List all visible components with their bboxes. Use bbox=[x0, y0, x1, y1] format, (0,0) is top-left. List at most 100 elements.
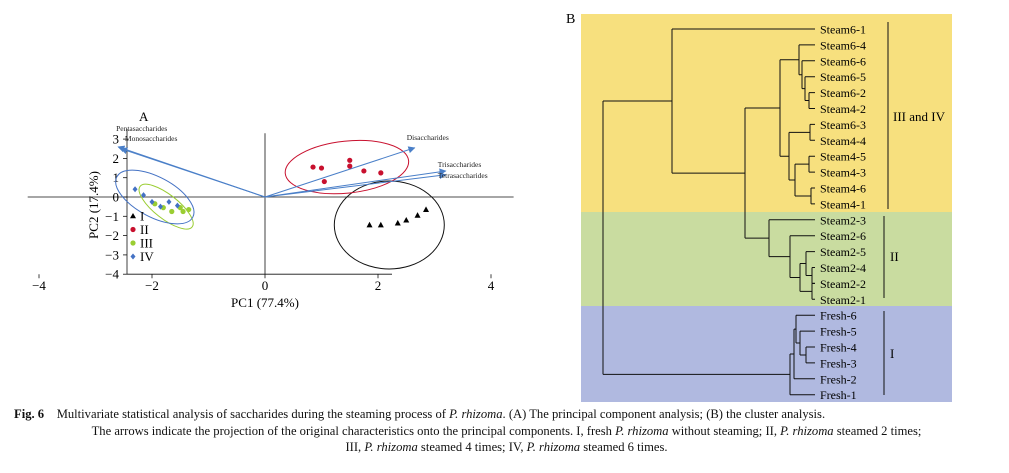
y-tick-label: 1 bbox=[113, 170, 120, 185]
point-group-IV bbox=[149, 198, 155, 205]
y-tick-label: −2 bbox=[105, 228, 119, 243]
y-tick-label: 3 bbox=[113, 132, 120, 147]
point-group-II bbox=[310, 164, 316, 170]
band-II bbox=[581, 212, 952, 306]
leaf-label: Steam2-3 bbox=[820, 213, 866, 227]
panel-b-label: B bbox=[566, 12, 575, 27]
group-label-II: II bbox=[890, 249, 899, 264]
y-axis-label: PC2 (17.4%) bbox=[86, 171, 101, 239]
leaf-label: Steam4-4 bbox=[820, 134, 866, 148]
y-tick-label: 2 bbox=[113, 151, 120, 166]
legend-marker-IV bbox=[130, 253, 136, 260]
x-tick-label: 4 bbox=[488, 278, 495, 293]
leaf-label: Fresh-2 bbox=[820, 372, 857, 386]
leaf-label: Steam6-1 bbox=[820, 23, 866, 37]
point-group-IV bbox=[157, 203, 163, 210]
caption-text: without steaming; II, bbox=[668, 423, 781, 438]
caption-text: Multivariate statistical analysis of sac… bbox=[56, 407, 450, 421]
caption-text: steamed 4 times; IV, bbox=[417, 440, 527, 454]
leaf-label: Steam6-6 bbox=[820, 54, 866, 68]
x-tick-label: 0 bbox=[262, 278, 269, 293]
point-group-II bbox=[378, 170, 384, 176]
dendrogram-leaf-labels: Steam6-1Steam6-4Steam6-6Steam6-5Steam6-2… bbox=[820, 23, 866, 403]
legend-marker-III bbox=[130, 240, 136, 246]
leaf-label: Fresh-6 bbox=[820, 309, 857, 323]
leaf-label: Steam2-1 bbox=[820, 293, 866, 307]
loading-arrow-label: Pentasaccharides bbox=[116, 124, 167, 133]
dendrogram bbox=[602, 28, 815, 396]
loading-arrow bbox=[120, 147, 266, 198]
point-group-III bbox=[186, 206, 192, 213]
leaf-label: Steam6-3 bbox=[820, 118, 866, 132]
loading-arrow-label: Trisaccharides bbox=[438, 160, 482, 169]
caption-text: steamed 2 times; bbox=[833, 423, 922, 438]
x-tick-label: −4 bbox=[32, 278, 46, 293]
point-group-I bbox=[414, 212, 421, 218]
leaf-label: Steam6-2 bbox=[820, 86, 866, 100]
legend-marker-I bbox=[130, 213, 136, 219]
caption-species: P. rhizoma bbox=[615, 423, 669, 438]
loading-arrow-label: Tetrasaccharides bbox=[438, 171, 488, 180]
caption-text: . (A) The principal component analysis; … bbox=[502, 407, 826, 421]
point-group-I bbox=[403, 216, 410, 223]
point-group-II bbox=[347, 163, 353, 169]
legend-label-III: III bbox=[140, 236, 153, 251]
loading-arrow-label: Monosaccharides bbox=[125, 134, 178, 143]
point-group-IV bbox=[174, 202, 180, 209]
point-group-IV bbox=[141, 192, 147, 199]
dendrogram-branch bbox=[602, 100, 790, 375]
point-group-II bbox=[321, 178, 327, 185]
leaf-label: Steam2-4 bbox=[820, 261, 866, 275]
leaf-label: Steam6-4 bbox=[820, 38, 866, 52]
point-group-II bbox=[318, 165, 325, 171]
ellipse-group-III bbox=[138, 183, 194, 230]
leaf-label: Fresh-5 bbox=[820, 325, 857, 339]
figure-caption: Fig. 6 Multivariate statistical analysis… bbox=[14, 406, 999, 456]
figure-6: B Steam6-1Steam6-4Steam6-6Steam6-5Steam6… bbox=[27, 12, 952, 403]
caption-species: P. rhizoma bbox=[364, 440, 418, 454]
point-group-I bbox=[394, 219, 401, 226]
loading-arrow bbox=[264, 146, 416, 198]
leaf-label: Steam4-2 bbox=[820, 102, 866, 116]
legend-label-IV: IV bbox=[140, 249, 154, 264]
legend-marker-II bbox=[130, 226, 136, 233]
y-tick-label: −3 bbox=[105, 247, 119, 262]
loading-arrow bbox=[264, 168, 447, 198]
point-group-IV bbox=[166, 198, 172, 205]
point-group-III bbox=[180, 208, 186, 215]
point-group-I bbox=[366, 221, 373, 228]
x-axis-label: PC1 (77.4%) bbox=[231, 295, 299, 310]
y-tick-label: −4 bbox=[105, 267, 119, 282]
ellipse-group-II bbox=[284, 139, 410, 195]
caption-species: P. rhizoma bbox=[526, 440, 581, 454]
leaf-label: Steam2-5 bbox=[820, 245, 866, 259]
caption-text: steamed 6 times. bbox=[580, 440, 668, 454]
point-group-II bbox=[361, 168, 367, 174]
leaf-label: Steam4-6 bbox=[820, 182, 866, 196]
leaf-label: Fresh-3 bbox=[820, 356, 857, 370]
leaf-label: Steam2-2 bbox=[820, 277, 866, 291]
leaf-label: Steam4-5 bbox=[820, 150, 866, 164]
y-tick-label: −1 bbox=[105, 209, 119, 224]
loading-arrow-label: Disaccharides bbox=[407, 133, 449, 142]
caption-text: III, bbox=[345, 440, 365, 454]
leaf-label: Fresh-4 bbox=[820, 341, 857, 355]
group-label-III-IV: III and IV bbox=[893, 109, 946, 124]
legend-label-II: II bbox=[140, 222, 149, 237]
ellipse-group-I bbox=[333, 180, 445, 270]
point-group-III bbox=[169, 208, 175, 215]
caption-fig-number: Fig. 6 bbox=[14, 407, 45, 421]
ellipse-group-IV bbox=[115, 169, 195, 225]
point-group-IV bbox=[132, 186, 138, 193]
legend-label-I: I bbox=[140, 209, 144, 224]
leaf-label: Steam4-1 bbox=[820, 197, 866, 211]
point-group-II bbox=[347, 157, 353, 163]
y-tick-label: 0 bbox=[113, 190, 120, 205]
caption-species: P. rhizoma bbox=[449, 407, 503, 421]
leaf-label: Fresh-1 bbox=[820, 388, 857, 402]
point-group-I bbox=[423, 206, 430, 212]
point-group-I bbox=[377, 221, 384, 228]
panel-a-label: A bbox=[139, 109, 149, 124]
leaf-label: Steam4-3 bbox=[820, 166, 866, 180]
